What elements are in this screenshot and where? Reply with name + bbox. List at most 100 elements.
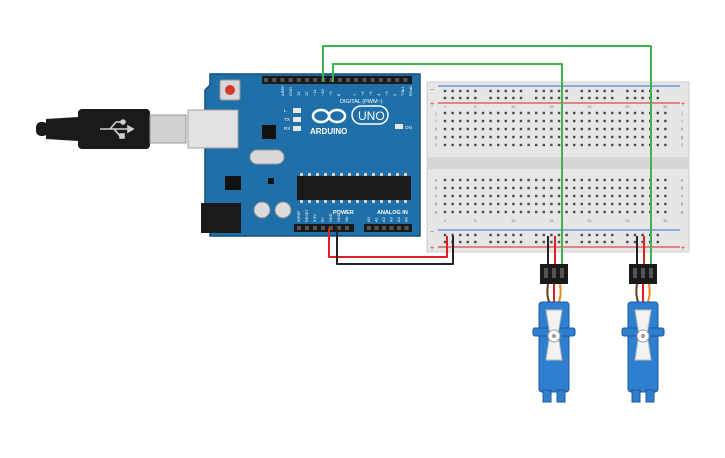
breadboard-hole — [474, 143, 477, 147]
analog-pin-label: A0 — [366, 216, 371, 222]
breadboard-hole — [618, 135, 621, 139]
analog-pin-label: A3 — [389, 216, 394, 222]
breadboard-hole — [588, 127, 591, 131]
bottom-rail-plus-right: + — [681, 245, 685, 252]
rail-hole — [626, 96, 629, 100]
rail-hole — [641, 233, 644, 237]
breadboard-hole — [557, 210, 561, 214]
row-letter: h — [681, 127, 684, 132]
ground-wire[interactable] — [336, 228, 454, 265]
breadboard-hole — [595, 178, 599, 182]
breadboard-hole — [497, 194, 500, 198]
rail-hole — [443, 96, 447, 100]
breadboard-hole — [603, 119, 606, 123]
rail-hole — [565, 233, 568, 237]
breadboard-hole — [443, 194, 447, 198]
rail-hole — [451, 233, 454, 237]
rail-hole — [565, 96, 568, 100]
breadboard-hole — [595, 202, 599, 206]
breadboard-hole — [664, 186, 667, 190]
servo-1-foot-right — [556, 389, 566, 403]
breadboard-hole — [557, 119, 561, 123]
signal-wire-servo-2[interactable] — [322, 45, 652, 236]
breadboard-hole — [611, 119, 614, 123]
rail-hole — [466, 233, 469, 237]
rail-hole — [595, 240, 599, 244]
breadboard-hole — [527, 186, 530, 190]
header-pin — [404, 226, 409, 230]
power-wire-5v[interactable] — [328, 228, 448, 258]
digital-pin-label: RX◂0 — [408, 85, 413, 96]
digital-pin-label: AREF — [280, 85, 285, 96]
header-pin — [296, 78, 301, 82]
signal-wire-servo-1[interactable] — [332, 63, 563, 236]
breadboard-hole — [626, 143, 629, 147]
chip-leg — [388, 200, 391, 203]
analog-pin-label: A2 — [381, 216, 386, 222]
uno-label: UNO — [358, 109, 385, 123]
breadboard-hole — [527, 202, 530, 206]
breadboard-hole — [519, 135, 523, 139]
row-letter: g — [435, 135, 438, 140]
servo-motor-2[interactable] — [621, 264, 665, 403]
breadboard-hole — [512, 186, 515, 190]
servo-motor-1[interactable] — [532, 264, 576, 403]
rail-hole — [611, 96, 614, 100]
digital-header[interactable] — [262, 76, 412, 84]
breadboard-hole — [641, 143, 644, 147]
breadboard-hole — [664, 210, 667, 214]
rail-hole — [443, 89, 447, 93]
servo-2-foot-left — [631, 389, 641, 403]
servo-2-lead-orange — [646, 283, 651, 305]
breadboard-hole — [481, 186, 485, 190]
rail-hole — [459, 89, 462, 93]
breadboard-hole — [550, 186, 553, 190]
reset-button-cap[interactable] — [225, 85, 235, 95]
breadboard-hole — [535, 202, 538, 206]
breadboard-hole — [481, 202, 485, 206]
arduino-brand-label: ARDUINO — [310, 127, 347, 136]
breadboard-hole — [550, 111, 553, 115]
breadboard-hole — [603, 210, 606, 214]
servo-2-screw — [641, 334, 645, 338]
header-pin — [280, 78, 285, 82]
breadboard-hole — [557, 127, 561, 131]
breadboard-hole — [527, 135, 530, 139]
breadboard-hole — [474, 202, 477, 206]
servo-2-pin-b — [641, 268, 645, 278]
breadboard-hole — [489, 119, 492, 123]
breadboard-hole — [580, 194, 583, 198]
chip-leg — [348, 173, 351, 176]
breadboard-hole — [557, 111, 561, 115]
breadboard-hole — [656, 202, 659, 206]
breadboard-hole — [512, 111, 515, 115]
power-pin-label: 5V — [321, 217, 325, 222]
header-pin — [297, 226, 301, 230]
analog-pin-label: A1 — [374, 216, 379, 222]
breadboard-hole — [580, 111, 583, 115]
breadboard-hole — [611, 186, 614, 190]
digital-pin-label: ~10 — [320, 88, 325, 96]
header-pin — [264, 78, 268, 82]
digital-pin-label: 7 — [352, 93, 357, 96]
breadboard-hole — [626, 111, 629, 115]
rail-hole — [595, 89, 599, 93]
breadboard-hole — [489, 210, 492, 214]
chip-leg — [308, 200, 311, 203]
digital-label: DIGITAL (PWM~) — [340, 99, 383, 105]
usb-cable[interactable] — [36, 109, 187, 149]
breadboard-hole — [557, 135, 561, 139]
analog-header[interactable] — [364, 224, 412, 232]
digital-pin-label: ~3 — [384, 91, 389, 96]
breadboard-hole — [489, 202, 492, 206]
rail-hole — [542, 96, 545, 100]
rail-hole — [512, 89, 515, 93]
chip-legs — [300, 173, 407, 203]
breadboard-hole — [595, 186, 599, 190]
